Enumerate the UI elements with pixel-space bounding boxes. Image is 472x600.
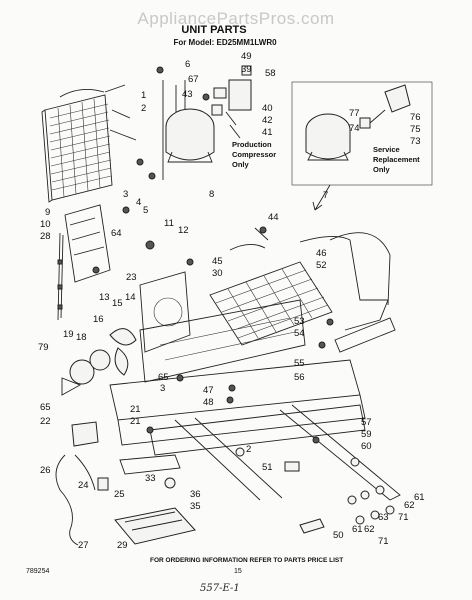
evaporator-coil	[209, 227, 396, 353]
condenser-fan-assembly	[57, 204, 137, 447]
part-label: 9	[45, 207, 50, 218]
part-label: 59	[361, 429, 372, 440]
condenser-coil	[41, 84, 137, 203]
production-callout-3: Only	[232, 160, 249, 169]
part-label: 25	[114, 489, 125, 500]
model-line: For Model: ED25MM1LWR0	[173, 38, 277, 47]
power-cord	[55, 454, 109, 546]
part-number-labels: 6 49 67 39 58 43 40 42 41 1 2 8 7 77 74 …	[38, 51, 425, 551]
part-label: 45	[212, 256, 223, 267]
part-label: 44	[268, 212, 279, 223]
production-callout-1: Production	[232, 140, 272, 149]
part-label: 41	[262, 127, 273, 138]
part-label: 30	[212, 268, 223, 279]
part-label: 77	[349, 108, 360, 119]
part-label: 1	[141, 90, 146, 101]
part-label: 50	[333, 530, 344, 541]
page-number: 15	[234, 568, 242, 575]
part-label: 6	[185, 59, 190, 70]
production-compressor	[162, 65, 252, 180]
part-label: 5	[143, 205, 148, 216]
part-label: 71	[378, 536, 389, 547]
part-label: 21	[130, 416, 141, 427]
part-label: 42	[262, 115, 273, 126]
part-label: 10	[40, 219, 51, 230]
part-label: 7	[323, 190, 328, 201]
part-label: 2	[141, 103, 146, 114]
drain-pan	[114, 507, 196, 545]
part-label: 18	[76, 332, 87, 343]
handwritten-note: 557-E-1	[200, 583, 240, 594]
part-label: 75	[410, 124, 421, 135]
part-label: 73	[410, 136, 421, 147]
production-callout-2: Compressor	[232, 150, 276, 159]
part-label: 65	[40, 402, 51, 413]
part-label: 19	[63, 329, 74, 340]
service-callout-2: Replacement	[373, 155, 420, 164]
part-label: 47	[203, 385, 214, 396]
service-callout-1: Service	[373, 145, 400, 154]
part-label: 57	[361, 417, 372, 428]
part-label: 60	[361, 441, 372, 452]
part-label: 16	[93, 314, 104, 325]
part-label: 28	[40, 231, 51, 242]
part-label: 12	[178, 225, 189, 236]
service-compressor	[291, 81, 433, 211]
part-label: 65	[158, 372, 169, 383]
part-label: 63	[378, 512, 389, 523]
part-label: 67	[188, 74, 199, 85]
part-label: 46	[316, 248, 327, 259]
part-label: 55	[294, 358, 305, 369]
part-label: 61	[414, 492, 425, 503]
part-label: 52	[316, 260, 327, 271]
part-label: 48	[203, 397, 214, 408]
part-label: 3	[160, 383, 165, 394]
part-label: 14	[125, 292, 136, 303]
part-label: 4	[136, 197, 141, 208]
part-label: 27	[78, 540, 89, 551]
part-label: 21	[130, 404, 141, 415]
part-label: 39	[241, 64, 252, 75]
hardware-screws	[92, 66, 334, 444]
part-label: 62	[364, 524, 375, 535]
part-label: 33	[145, 473, 156, 484]
part-label: 13	[99, 292, 110, 303]
part-label: 35	[190, 501, 201, 512]
part-label: 58	[265, 68, 276, 79]
part-label: 2	[246, 444, 251, 455]
part-label: 76	[410, 112, 421, 123]
part-label: 36	[190, 489, 201, 500]
part-label: 3	[123, 189, 128, 200]
diagram-title: UNIT PARTS	[181, 24, 246, 36]
part-label: 22	[40, 416, 51, 427]
part-label: 26	[40, 465, 51, 476]
part-label: 54	[294, 328, 305, 339]
ordering-note: FOR ORDERING INFORMATION REFER TO PARTS …	[150, 557, 343, 564]
part-label: 8	[209, 189, 214, 200]
part-label: 61	[352, 524, 363, 535]
part-label: 24	[78, 480, 89, 491]
part-label: 51	[262, 462, 273, 473]
part-label: 62	[404, 500, 415, 511]
document-number: 789254	[26, 568, 49, 575]
part-label: 71	[398, 512, 409, 523]
part-label: 29	[117, 540, 128, 551]
base-plate	[109, 271, 401, 501]
part-label: 56	[294, 372, 305, 383]
part-label: 11	[164, 218, 174, 229]
part-label: 15	[112, 298, 123, 309]
watermark: AppliancePartsPros.com	[137, 9, 334, 28]
part-label: 64	[111, 228, 122, 239]
service-callout-3: Only	[373, 165, 390, 174]
part-label: 49	[241, 51, 252, 62]
part-label: 79	[38, 342, 49, 353]
part-label: 23	[126, 272, 137, 283]
part-label: 74	[349, 123, 360, 134]
lower-right-fittings	[164, 447, 395, 534]
part-label: 43	[182, 89, 193, 100]
part-label: 40	[262, 103, 273, 114]
part-label: 53	[294, 316, 305, 327]
